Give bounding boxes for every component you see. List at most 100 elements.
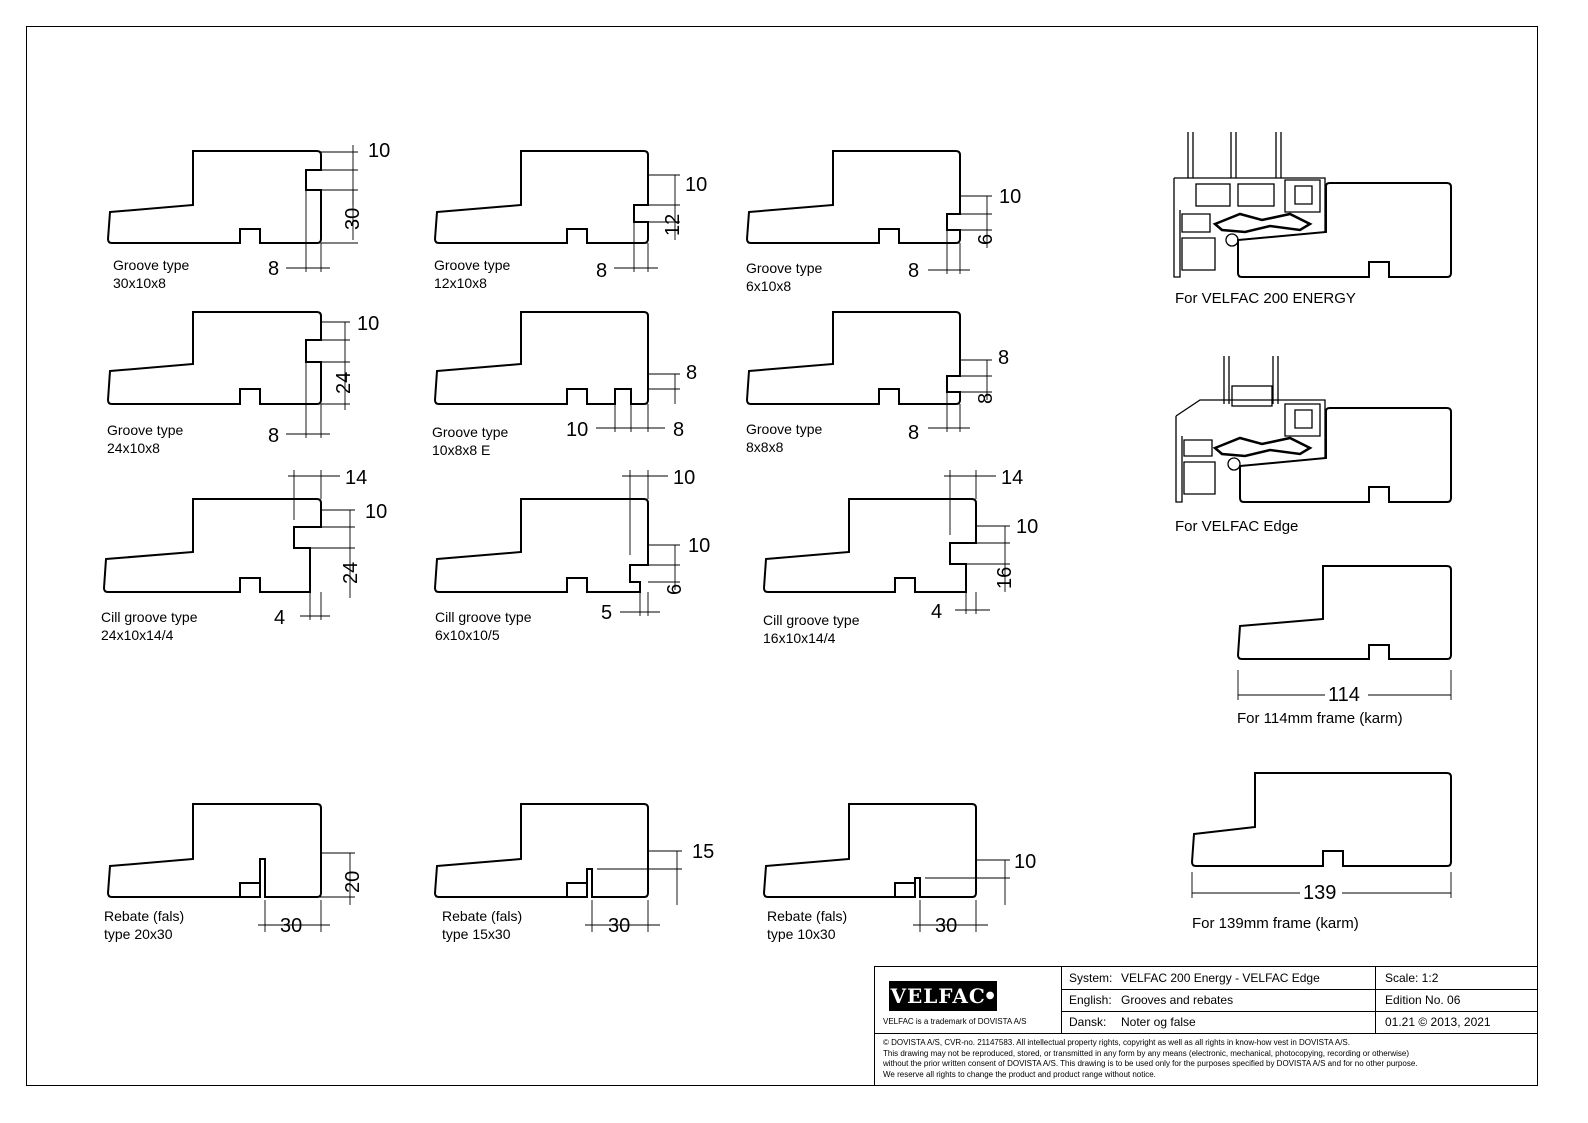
profile-label: Rebate (fals)type 10x30 — [767, 908, 848, 942]
dimension-value: 12 — [662, 213, 684, 236]
dimension-value: 16 — [994, 566, 1016, 589]
scale-value: Scale: 1:2 — [1385, 971, 1439, 985]
frame-caption: For VELFAC 200 ENERGY — [1175, 290, 1356, 307]
dimension-value: 8 — [268, 258, 280, 280]
profile-label: Rebate (fals)type 20x30 — [104, 908, 185, 942]
dimension-value: 5 — [601, 602, 613, 624]
english-row: English: Grooves and rebates — [1061, 989, 1375, 1012]
frame-114 — [1236, 565, 1452, 660]
system-value: VELFAC 200 Energy - VELFAC Edge — [1121, 971, 1320, 985]
dimension-value: 30 — [280, 915, 303, 937]
title-meta: Scale: 1:2 Edition No. 06 01.21 © 2013, … — [1375, 967, 1537, 1033]
system-key: System: — [1069, 971, 1113, 985]
frame-dimension: 139 — [1303, 882, 1337, 904]
dimension-value: 8 — [268, 425, 280, 447]
dansk-row: Dansk: Noter og false — [1061, 1011, 1375, 1033]
title-block: VELFAC● VELFAC is a trademark of DOVISTA… — [874, 966, 1538, 1086]
dimension-value: 10 — [368, 140, 391, 162]
date-value: 01.21 © 2013, 2021 — [1385, 1015, 1491, 1029]
copyright-line: © DOVISTA A/S, CVR-no. 21147583. All int… — [883, 1038, 1350, 1047]
dimension-value: 10 — [566, 419, 589, 441]
frame-caption: For VELFAC Edge — [1175, 518, 1299, 535]
frame-energy-wood — [1237, 182, 1452, 278]
trademark-note: VELFAC is a trademark of DOVISTA A/S — [883, 1017, 1027, 1026]
english-key: English: — [1069, 993, 1112, 1007]
edition-row: Edition No. 06 — [1375, 989, 1537, 1012]
dimension-value: 14 — [345, 467, 368, 489]
copyright-notice: © DOVISTA A/S, CVR-no. 21147583. All int… — [875, 1033, 1537, 1085]
dimension-value: 10 — [365, 501, 388, 523]
dimension-value: 6 — [975, 233, 997, 245]
drawing-sheet-border — [26, 26, 1538, 1086]
frame-caption: For 114mm frame (karm) — [1237, 710, 1403, 727]
dimension-value: 4 — [931, 601, 943, 623]
dimension-value: 10 — [999, 186, 1022, 208]
profile-rebate-15x30 — [433, 803, 649, 898]
dansk-value: Noter og false — [1121, 1015, 1196, 1029]
dimension-value: 8 — [686, 362, 698, 384]
date-row: 01.21 © 2013, 2021 — [1375, 1011, 1537, 1033]
english-value: Grooves and rebates — [1121, 993, 1234, 1007]
frame-energy-alu — [1173, 132, 1326, 278]
copyright-line: This drawing may not be reproduced, stor… — [883, 1048, 1410, 1058]
profile-cill-16x10x14-4 — [762, 498, 977, 593]
profile-rebate-20x30 — [106, 803, 322, 898]
dimension-value: 10 — [673, 467, 696, 489]
edition-value: Edition No. 06 — [1385, 993, 1461, 1007]
dimension-value: 8 — [908, 260, 920, 282]
dimension-value: 30 — [608, 915, 631, 937]
frame-edge-wood — [1239, 407, 1452, 503]
profile-rebate-10x30 — [762, 803, 977, 898]
scale-row: Scale: 1:2 — [1375, 967, 1537, 990]
profile-groove-10x8x8E — [433, 311, 649, 405]
profile-groove-12x10x8 — [433, 150, 649, 244]
dimension-value: 8 — [975, 392, 997, 404]
profile-groove-6x10x8 — [745, 150, 961, 244]
dimension-value: 24 — [340, 561, 362, 584]
dimension-value: 8 — [908, 422, 920, 444]
dimension-value: 10 — [357, 313, 380, 335]
dimension-value: 6 — [664, 583, 686, 595]
velfac-logo: VELFAC● — [889, 981, 997, 1011]
dimension-value: 4 — [274, 607, 286, 629]
logo-cell: VELFAC● VELFAC is a trademark of DOVISTA… — [875, 967, 1062, 1033]
dimension-value: 8 — [673, 419, 685, 441]
dimension-value: 14 — [1001, 467, 1024, 489]
system-row: System: VELFAC 200 Energy - VELFAC Edge — [1061, 967, 1375, 990]
dimension-value: 10 — [688, 535, 711, 557]
profile-cill-6x10x10-5 — [433, 498, 649, 593]
dimension-value: 8 — [596, 260, 608, 282]
frame-caption: For 139mm frame (karm) — [1192, 915, 1359, 932]
copyright-line: without the prior written consent of DOV… — [883, 1059, 1418, 1068]
dimension-value: 15 — [692, 841, 715, 863]
frame-139 — [1190, 772, 1452, 867]
dimension-value: 20 — [342, 870, 364, 893]
profile-groove-8x8x8 — [745, 311, 961, 405]
dimension-value: 10 — [1014, 851, 1037, 873]
frame-edge-alu — [1175, 356, 1326, 503]
dimension-value: 30 — [935, 915, 958, 937]
profile-groove-30x10x8 — [106, 150, 322, 244]
title-info: System: VELFAC 200 Energy - VELFAC Edge … — [1061, 967, 1376, 1033]
dimension-value: 24 — [333, 371, 355, 394]
frame-dimension: 114 — [1328, 684, 1360, 706]
dimension-value: 10 — [685, 174, 708, 196]
profile-cill-24x10x14-4 — [102, 498, 322, 593]
profile-groove-24x10x8 — [106, 311, 322, 405]
copyright-line: We reserve all rights to change the prod… — [883, 1069, 1156, 1079]
dimension-value: 8 — [998, 347, 1010, 369]
profile-label: Rebate (fals)type 15x30 — [442, 908, 523, 942]
dimension-lines — [258, 145, 1452, 932]
dansk-key: Dansk: — [1069, 1015, 1107, 1029]
dimension-value: 30 — [342, 207, 364, 230]
